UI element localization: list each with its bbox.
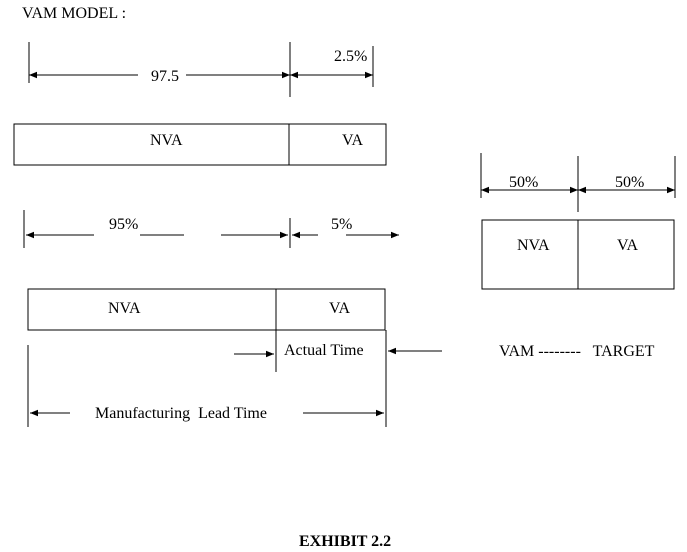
section1-bar-outline [13,123,387,166]
target-dim-left-label: 50% [509,174,538,191]
section1-dim-left-bg [138,65,186,83]
actual-time-label: Actual Time [284,342,364,359]
exhibit-caption: EXHIBIT 2.2 [299,533,391,550]
section2-va-label: VA [329,300,350,317]
target-bar: NVA VA [481,219,675,290]
lead-time-label: Manufacturing Lead Time [95,405,267,422]
section1-va-label: VA [342,132,363,149]
section1-bar: NVA VA [13,123,387,166]
section2-dimensions: 95% 5% [23,210,399,248]
section1-dim-left-label: 97.5 [151,68,179,85]
section1-nva-label: NVA [150,132,183,149]
section2-nva-label: NVA [108,300,141,317]
section2-bar: NVA VA [27,288,386,331]
target-dim-right-label: 50% [615,174,644,191]
section1-dim-right-label: 2.5% [334,48,367,65]
target-dimensions: 50% 50% [480,153,676,212]
section2-dim-right-label: 5% [331,216,352,233]
section2-bar-outline [27,288,386,331]
section2-dim-left-label: 95% [109,216,138,233]
actual-time-marker: Actual Time [234,330,442,372]
target-nva-label: NVA [517,237,550,254]
vam-target-note: VAM -------- TARGET [499,343,655,360]
lead-time-dimension: Manufacturing Lead Time [27,330,387,427]
target-va-label: VA [617,237,638,254]
section1-dimensions: 97.5 2.5% [28,42,374,97]
diagram-title: VAM MODEL : [22,5,126,22]
